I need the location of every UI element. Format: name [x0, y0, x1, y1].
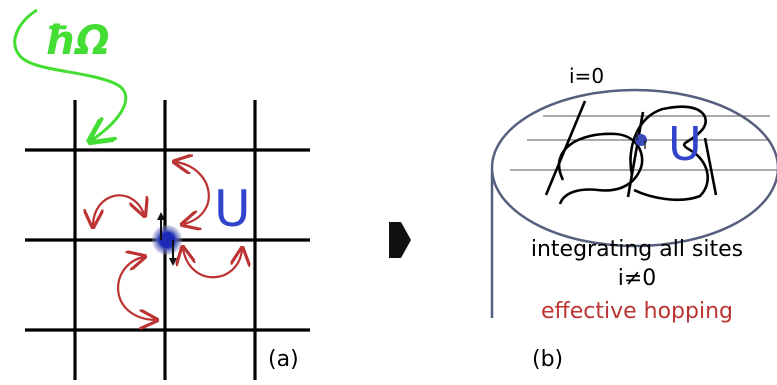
- atom-core: [159, 232, 175, 248]
- panel-label-a: (a): [268, 347, 299, 372]
- atom-site-b: [635, 131, 647, 149]
- interaction-label-a: U: [214, 180, 251, 238]
- spin-up-arrowhead: [157, 212, 165, 220]
- cylinder-top-ellipse: [490, 88, 777, 248]
- site-label: i=0: [569, 64, 604, 88]
- hopping-arrows: [93, 162, 242, 320]
- effective-loops: [557, 105, 710, 205]
- hopping-arrow: [176, 162, 210, 224]
- slanted-line: [703, 137, 718, 196]
- panel-a: ħΩ U (a): [13, 8, 310, 380]
- hopping-arrow: [117, 257, 155, 320]
- caption-line-3: effective hopping: [541, 299, 733, 324]
- spin-down-arrowhead: [169, 258, 177, 266]
- interaction-label-b: U: [668, 117, 702, 171]
- caption-line-1: integrating all sites: [531, 237, 743, 262]
- field-label: ħΩ: [44, 18, 110, 64]
- caption-line-2: i≠0: [618, 266, 657, 291]
- hopping-arrow: [183, 249, 242, 279]
- loop-right: [629, 105, 710, 202]
- panel-label-b: (b): [532, 347, 563, 372]
- loop-left: [557, 132, 644, 205]
- panel-b: i=0 U integrating all sites i≠0 effectiv…: [490, 64, 777, 372]
- hopping-arrow: [93, 194, 144, 225]
- atom-core: [635, 134, 647, 146]
- atom-site: [152, 212, 182, 266]
- transition-arrow: [389, 222, 411, 258]
- field-wave-arrow: [13, 8, 128, 140]
